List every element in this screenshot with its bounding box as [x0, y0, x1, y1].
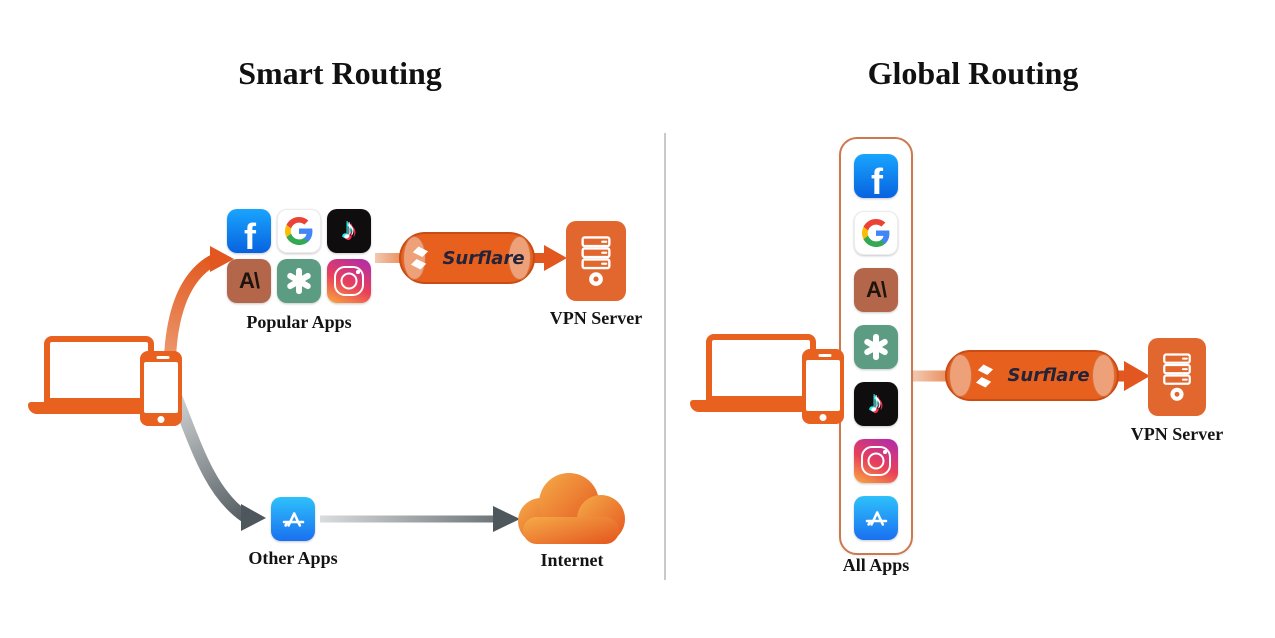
phone-home-button — [819, 414, 827, 421]
phone-speaker — [818, 354, 832, 357]
vpn-server-label-left: VPN Server — [549, 308, 643, 328]
internet-cloud-icon — [509, 463, 633, 549]
tunnel-end-icon — [949, 354, 972, 397]
other-apps-icon-wrap — [271, 497, 315, 541]
phone-home-button — [157, 416, 165, 423]
google-icon — [277, 209, 321, 253]
laptop-base — [28, 402, 168, 414]
all-apps-label: All Apps — [842, 555, 910, 575]
app-store-icon — [854, 496, 898, 540]
surflare-logo-icon — [409, 245, 430, 271]
vpn-server-icon-left — [566, 221, 626, 301]
center-divider — [664, 133, 666, 580]
laptop-icon — [44, 336, 154, 404]
arrow-other-apps-to-internet — [320, 506, 520, 532]
surflare-tunnel-right: Surflare — [945, 350, 1119, 401]
instagram-icon — [327, 259, 371, 303]
tunnel-end-icon — [1092, 354, 1115, 397]
popular-apps-grid: f ♪ A\ — [227, 209, 371, 303]
surflare-logo-icon — [974, 363, 995, 389]
tiktok-icon: ♪ — [327, 209, 371, 253]
chatgpt-icon — [277, 259, 321, 303]
surflare-tunnel-left: Surflare — [399, 232, 535, 284]
phone-screen — [806, 360, 840, 411]
tiktok-icon: ♪ — [854, 382, 898, 426]
smartphone-icon — [140, 351, 182, 426]
surflare-label: Surflare — [442, 247, 525, 269]
user-devices-right — [690, 332, 844, 428]
global-routing-title: Global Routing — [867, 55, 1079, 91]
smart-routing-title: Smart Routing — [238, 55, 442, 91]
arrow-devices-to-other-apps — [170, 390, 266, 531]
phone-screen — [144, 362, 178, 413]
arrow-tunnel-to-server-left — [534, 245, 567, 271]
smartphone-icon — [802, 349, 844, 424]
chatgpt-icon — [854, 325, 898, 369]
laptop-base — [690, 400, 830, 412]
popular-apps-label: Popular Apps — [246, 312, 352, 332]
arrow-tunnel-to-server-right — [1117, 361, 1150, 391]
anthropic-icon: A\ — [227, 259, 271, 303]
other-apps-label: Other Apps — [248, 548, 338, 568]
user-devices-left — [28, 334, 182, 430]
google-icon — [854, 211, 898, 255]
instagram-icon — [854, 439, 898, 483]
vpn-server-icon-right — [1148, 338, 1206, 416]
vpn-server-label-right: VPN Server — [1130, 424, 1224, 444]
anthropic-icon: A\ — [854, 268, 898, 312]
app-store-icon — [271, 497, 315, 541]
tunnel-end-icon — [508, 236, 531, 280]
internet-label: Internet — [540, 550, 604, 570]
surflare-label: Surflare — [1007, 365, 1090, 386]
facebook-icon: f — [854, 154, 898, 198]
facebook-icon: f — [227, 209, 271, 253]
laptop-icon — [706, 334, 816, 402]
phone-speaker — [156, 356, 170, 359]
